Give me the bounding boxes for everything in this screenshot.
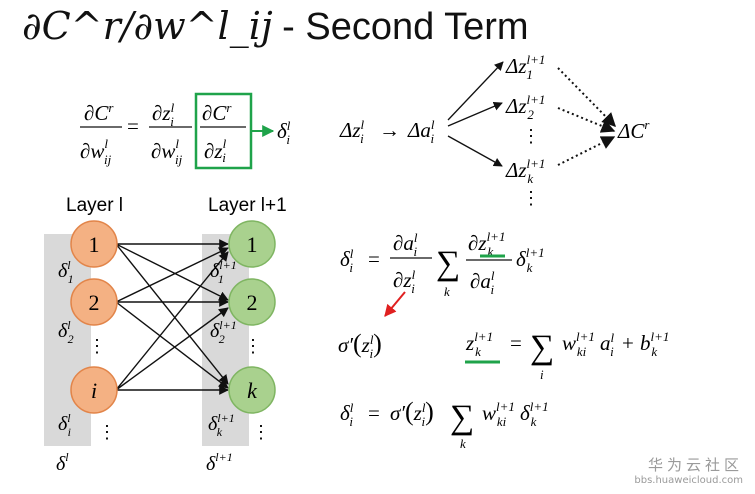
slide-title: ∂C^r/∂w^l_ij - Second Term xyxy=(22,4,529,49)
svg-text:→: → xyxy=(379,118,400,142)
svg-text:∂Cr: ∂Cr xyxy=(202,100,232,125)
svg-text:σ′(zli): σ′(zli) xyxy=(338,329,382,361)
left-node-label: 2 xyxy=(89,290,100,315)
svg-text:i: i xyxy=(540,367,544,382)
right-node-k xyxy=(228,366,276,414)
left-node-i xyxy=(70,366,118,414)
svg-text:δli: δli xyxy=(340,246,354,275)
svg-text:k: k xyxy=(444,284,450,299)
svg-text:δl+1k: δl+1k xyxy=(516,245,545,275)
svg-text:δl+1: δl+1 xyxy=(206,450,233,475)
svg-text:∑: ∑ xyxy=(450,399,474,436)
svg-text:wl+1ki: wl+1ki xyxy=(562,329,595,359)
svg-text:δl2: δl2 xyxy=(58,318,74,346)
svg-text:∂zli: ∂zli xyxy=(393,267,416,296)
svg-text:=: = xyxy=(368,401,380,425)
svg-text:k: k xyxy=(460,436,466,451)
svg-text:δli: δli xyxy=(340,400,354,429)
ellipsis: ⋮ xyxy=(252,422,270,442)
svg-text:Δzl+1k: Δzl+1k xyxy=(505,156,545,186)
svg-text:δli: δli xyxy=(58,411,71,439)
svg-text:+: + xyxy=(622,331,634,355)
svg-text:wl+1ki: wl+1ki xyxy=(482,399,515,429)
svg-text:∂Cr: ∂Cr xyxy=(84,100,114,125)
svg-text:=: = xyxy=(127,114,139,138)
right-ellipses: ⋮ ⋮ xyxy=(244,336,270,442)
svg-text:⋮: ⋮ xyxy=(522,126,540,146)
svg-text:∑: ∑ xyxy=(530,329,554,366)
svg-text:zl+1k: zl+1k xyxy=(465,329,493,359)
title-math: ∂C^r/∂w^l_ij xyxy=(22,4,273,48)
svg-text:=: = xyxy=(510,331,522,355)
ellipsis: ⋮ xyxy=(88,336,106,356)
svg-text:∑: ∑ xyxy=(436,245,460,282)
svg-text:∂ali: ∂ali xyxy=(470,268,495,297)
svg-text:ΔCr: ΔCr xyxy=(617,117,650,143)
left-node-2 xyxy=(70,278,118,326)
svg-text:∂ali: ∂ali xyxy=(393,230,418,259)
layer-l-label: Layer l xyxy=(66,195,123,216)
title-text: - Second Term xyxy=(282,6,529,48)
left-ellipses: ⋮ ⋮ xyxy=(88,336,116,442)
svg-text:δli: δli xyxy=(277,118,291,147)
svg-text:δl: δl xyxy=(56,450,69,475)
watermark: 华为云社区 bbs.huaweicloud.com xyxy=(634,454,743,486)
right-node-label: 2 xyxy=(247,290,258,315)
svg-text:Δzl+12: Δzl+12 xyxy=(505,92,545,122)
left-node-label: 1 xyxy=(89,232,100,257)
svg-text:∂zli: ∂zli xyxy=(204,136,227,165)
left-node-label: i xyxy=(91,378,97,403)
svg-text:⋮: ⋮ xyxy=(522,188,540,208)
svg-text:σ′(zli): σ′(zli) xyxy=(390,397,434,429)
svg-text:=: = xyxy=(368,247,380,271)
left-node-1 xyxy=(70,220,118,268)
layer-l1-label: Layer l+1 xyxy=(208,195,287,216)
svg-text:δl1: δl1 xyxy=(58,258,74,286)
right-node-2 xyxy=(228,278,276,326)
svg-text:ali: ali xyxy=(600,330,615,359)
right-node-label: k xyxy=(247,378,258,403)
svg-text:Δzl+11: Δzl+11 xyxy=(505,52,545,82)
svg-text:δl+1k: δl+1k xyxy=(520,399,549,429)
ellipsis: ⋮ xyxy=(98,422,116,442)
svg-text:bl+1k: bl+1k xyxy=(640,329,669,359)
right-node-label: 1 xyxy=(247,232,258,257)
right-node-1 xyxy=(228,220,276,268)
svg-text:∂zli: ∂zli xyxy=(152,100,175,129)
watermark-cn: 华为云社区 xyxy=(647,456,743,474)
ellipsis: ⋮ xyxy=(244,336,262,356)
watermark-url: bbs.huaweicloud.com xyxy=(634,475,743,486)
